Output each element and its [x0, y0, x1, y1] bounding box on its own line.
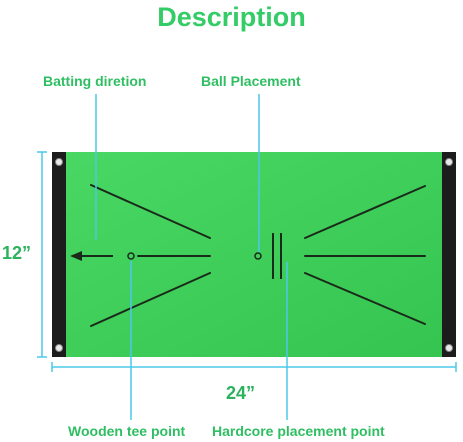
grommets	[55, 158, 453, 352]
width-dimension	[51, 362, 457, 372]
ball-placement-label: Ball Placement	[201, 73, 301, 89]
batting-direction-arrow	[70, 251, 113, 261]
batting-direction-label: Batting diretion	[43, 73, 147, 89]
hardcore-placement-point-label: Hardcore placement point	[212, 423, 385, 439]
ball-placement-dot	[254, 252, 262, 260]
right-feedback-lines	[304, 185, 426, 325]
hardcore-placement-marks	[272, 233, 282, 279]
page-title: Description	[157, 2, 306, 32]
width-dimension-label: 24”	[226, 383, 256, 403]
wooden-tee-point-label: Wooden tee point	[68, 423, 186, 439]
leader-lines	[95, 94, 288, 420]
wooden-tee-dot	[127, 252, 135, 260]
height-dimension	[37, 151, 47, 358]
hitting-mat	[52, 152, 456, 357]
left-binding	[52, 152, 66, 357]
right-binding	[442, 152, 456, 357]
height-dimension-label: 12”	[2, 243, 32, 263]
left-feedback-lines	[90, 184, 211, 327]
